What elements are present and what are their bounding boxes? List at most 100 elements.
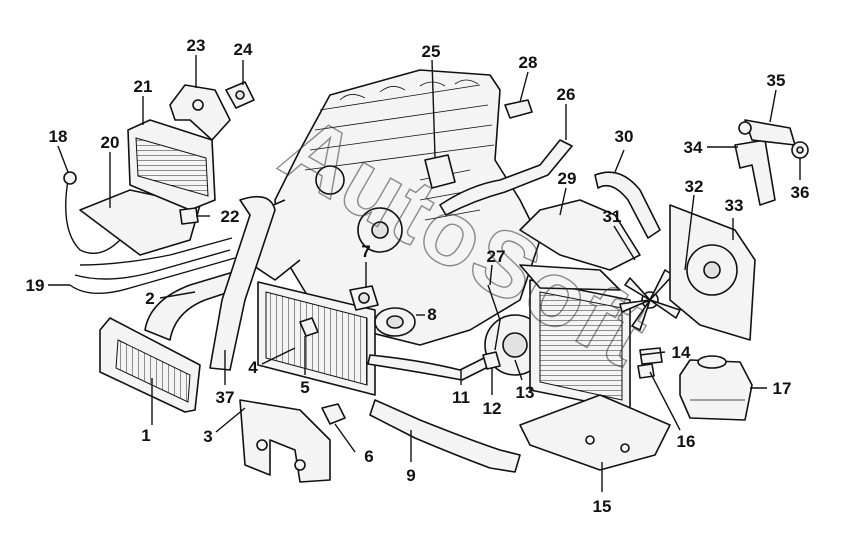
callout-33: 33 xyxy=(725,196,744,240)
callout-label-36: 36 xyxy=(791,183,810,202)
callout-label-19: 19 xyxy=(26,276,45,295)
callout-label-30: 30 xyxy=(615,127,634,146)
callout-27: 27 xyxy=(487,247,506,286)
part-25-sensor-housing xyxy=(424,154,456,189)
part-23-bracket xyxy=(169,84,231,141)
callout-label-26: 26 xyxy=(557,85,576,104)
callout-11: 11 xyxy=(452,370,470,407)
callout-label-9: 9 xyxy=(406,466,415,485)
part-9-lower-hose xyxy=(369,399,521,473)
part-21-heat-exchanger xyxy=(127,119,216,211)
part-8-water-pump xyxy=(374,307,416,337)
callout-35: 35 xyxy=(767,71,786,123)
callout-label-1: 1 xyxy=(141,426,150,445)
callout-label-16: 16 xyxy=(677,432,696,451)
callout-3: 3 xyxy=(203,407,246,446)
callout-14: 14 xyxy=(639,343,691,362)
part-28-fitting xyxy=(504,99,533,119)
callout-label-15: 15 xyxy=(593,497,612,516)
callout-28: 28 xyxy=(519,53,538,103)
callout-label-25: 25 xyxy=(422,42,441,61)
part-11-bypass-pipe xyxy=(367,354,495,381)
front-radiator xyxy=(519,264,631,411)
callout-18: 18 xyxy=(49,127,69,173)
callout-5: 5 xyxy=(300,336,310,397)
part-29-air-box xyxy=(519,199,641,271)
part-26-coolant-pipe xyxy=(439,139,573,216)
callout-label-18: 18 xyxy=(49,127,68,146)
callout-16: 16 xyxy=(649,371,696,451)
callout-31: 31 xyxy=(603,207,636,261)
callout-1: 1 xyxy=(141,378,153,445)
callout-label-29: 29 xyxy=(558,169,577,188)
callout-label-4: 4 xyxy=(248,358,258,377)
callout-label-3: 3 xyxy=(203,427,212,446)
callout-label-27: 27 xyxy=(487,247,506,266)
callout-19: 19 xyxy=(26,276,70,295)
callout-label-12: 12 xyxy=(483,399,502,418)
part-27-bracket xyxy=(487,284,501,351)
part-14-temperature-sensor xyxy=(639,347,663,365)
callout-15: 15 xyxy=(593,462,612,516)
part-4-radiator xyxy=(257,281,376,396)
part-12-fan-switch xyxy=(482,351,501,370)
callout-label-21: 21 xyxy=(134,77,153,96)
part-33-fan-shroud xyxy=(669,204,756,341)
callout-label-7: 7 xyxy=(361,242,370,261)
callout-label-34: 34 xyxy=(684,138,703,157)
part-24-fitting xyxy=(225,81,255,109)
callout-8: 8 xyxy=(416,305,437,324)
callout-label-37: 37 xyxy=(216,388,235,407)
callout-label-17: 17 xyxy=(773,379,792,398)
part-15-splash-shield xyxy=(519,394,671,471)
part-3-mounting-bracket xyxy=(239,399,331,483)
callout-24: 24 xyxy=(234,40,253,85)
callout-label-28: 28 xyxy=(519,53,538,72)
part-36-clip xyxy=(791,141,809,159)
part-32-fan-blades xyxy=(619,269,681,331)
callout-7: 7 xyxy=(361,242,371,288)
callout-label-31: 31 xyxy=(603,207,622,226)
callout-34: 34 xyxy=(684,138,738,157)
callout-29: 29 xyxy=(558,169,577,216)
part-6-thermostat-housing xyxy=(321,403,346,425)
callout-label-20: 20 xyxy=(101,133,120,152)
part-5-sensor xyxy=(299,317,319,337)
part-22-drain-plug xyxy=(179,207,199,225)
callout-label-35: 35 xyxy=(767,71,786,90)
callout-9: 9 xyxy=(406,430,416,485)
callout-30: 30 xyxy=(614,127,634,173)
callout-21: 21 xyxy=(134,77,153,125)
callout-32: 32 xyxy=(684,177,704,271)
callout-label-6: 6 xyxy=(364,447,373,466)
callout-13: 13 xyxy=(514,359,535,402)
callout-label-22: 22 xyxy=(221,207,240,226)
callout-4: 4 xyxy=(248,347,296,377)
callout-2: 2 xyxy=(145,289,196,308)
callout-22: 22 xyxy=(196,207,239,226)
callout-label-23: 23 xyxy=(187,36,206,55)
callout-17: 17 xyxy=(750,379,791,398)
part-35-valve xyxy=(738,119,796,146)
part-19-wiring-harness xyxy=(69,237,236,295)
callout-label-32: 32 xyxy=(685,177,704,196)
part-7-thermostat xyxy=(349,285,379,311)
part-16-temperature-switch xyxy=(637,363,655,379)
callout-label-8: 8 xyxy=(427,305,436,324)
callout-label-11: 11 xyxy=(452,388,470,407)
callout-23: 23 xyxy=(187,36,206,88)
callout-20: 20 xyxy=(101,133,120,208)
callout-label-13: 13 xyxy=(516,383,535,402)
callout-25: 25 xyxy=(422,42,441,158)
callout-12: 12 xyxy=(483,368,502,418)
callout-label-2: 2 xyxy=(145,289,154,308)
callout-6: 6 xyxy=(334,423,374,466)
callout-label-5: 5 xyxy=(300,378,309,397)
part-37-radiator-hose xyxy=(209,195,276,371)
part-30-upper-hose xyxy=(594,171,661,239)
callout-37: 37 xyxy=(216,350,235,407)
callout-label-33: 33 xyxy=(725,196,744,215)
part-1-oil-cooler xyxy=(99,317,201,413)
part-17-expansion-tank xyxy=(679,355,753,421)
